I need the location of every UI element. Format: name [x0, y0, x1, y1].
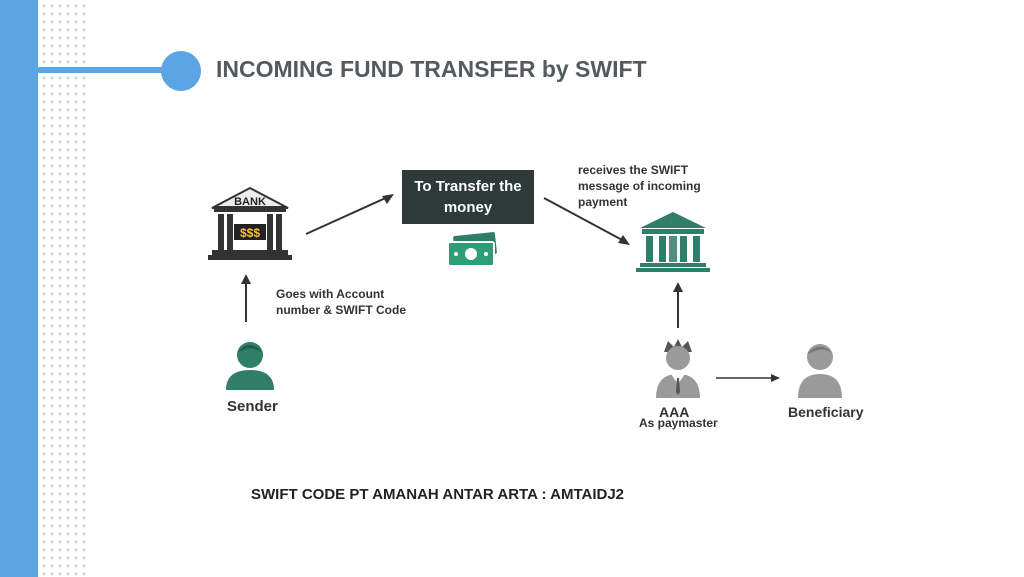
arrow-aaa-to-beneficiary: [716, 374, 780, 382]
title-accent-line: [38, 67, 168, 73]
arrow-aaa-to-bank: [673, 282, 683, 328]
sender-person-icon: [226, 342, 274, 390]
bank-icon: BANK $$$: [208, 186, 292, 260]
bank-currency-text: $$$: [240, 226, 260, 240]
swift-code-text: SWIFT CODE PT AMANAH ANTAR ARTA : AMTAID…: [251, 486, 625, 503]
arrow-transfer-to-receiving-bank: [543, 197, 630, 245]
page-title: INCOMING FUND TRANSFER by SWIFT: [216, 56, 647, 82]
bank-sign-text: BANK: [234, 196, 266, 208]
goes-with-note: Goes with Account number & SWIFT Code: [276, 287, 406, 317]
title-accent-circle: [161, 51, 201, 91]
transfer-box: To Transfer the money: [402, 170, 534, 224]
money-icon: [447, 232, 497, 267]
paymaster-person-icon: [656, 339, 700, 398]
arrow-sender-to-bank: [241, 274, 251, 322]
left-accent-bar: [0, 0, 38, 577]
aaa-label: AAA: [659, 404, 690, 420]
paymaster-label: As paymaster: [639, 416, 718, 430]
beneficiary-label: Beneficiary: [788, 404, 864, 420]
arrow-bank-to-transfer: [305, 194, 394, 235]
receive-swift-note: receives the SWIFT message of incoming p…: [578, 163, 701, 209]
sender-label: Sender: [227, 398, 278, 415]
receiving-bank-icon: [636, 212, 710, 272]
transfer-box-label: To Transfer the money: [414, 178, 522, 216]
dot-pattern: [38, 0, 90, 577]
beneficiary-person-icon: [798, 344, 842, 398]
